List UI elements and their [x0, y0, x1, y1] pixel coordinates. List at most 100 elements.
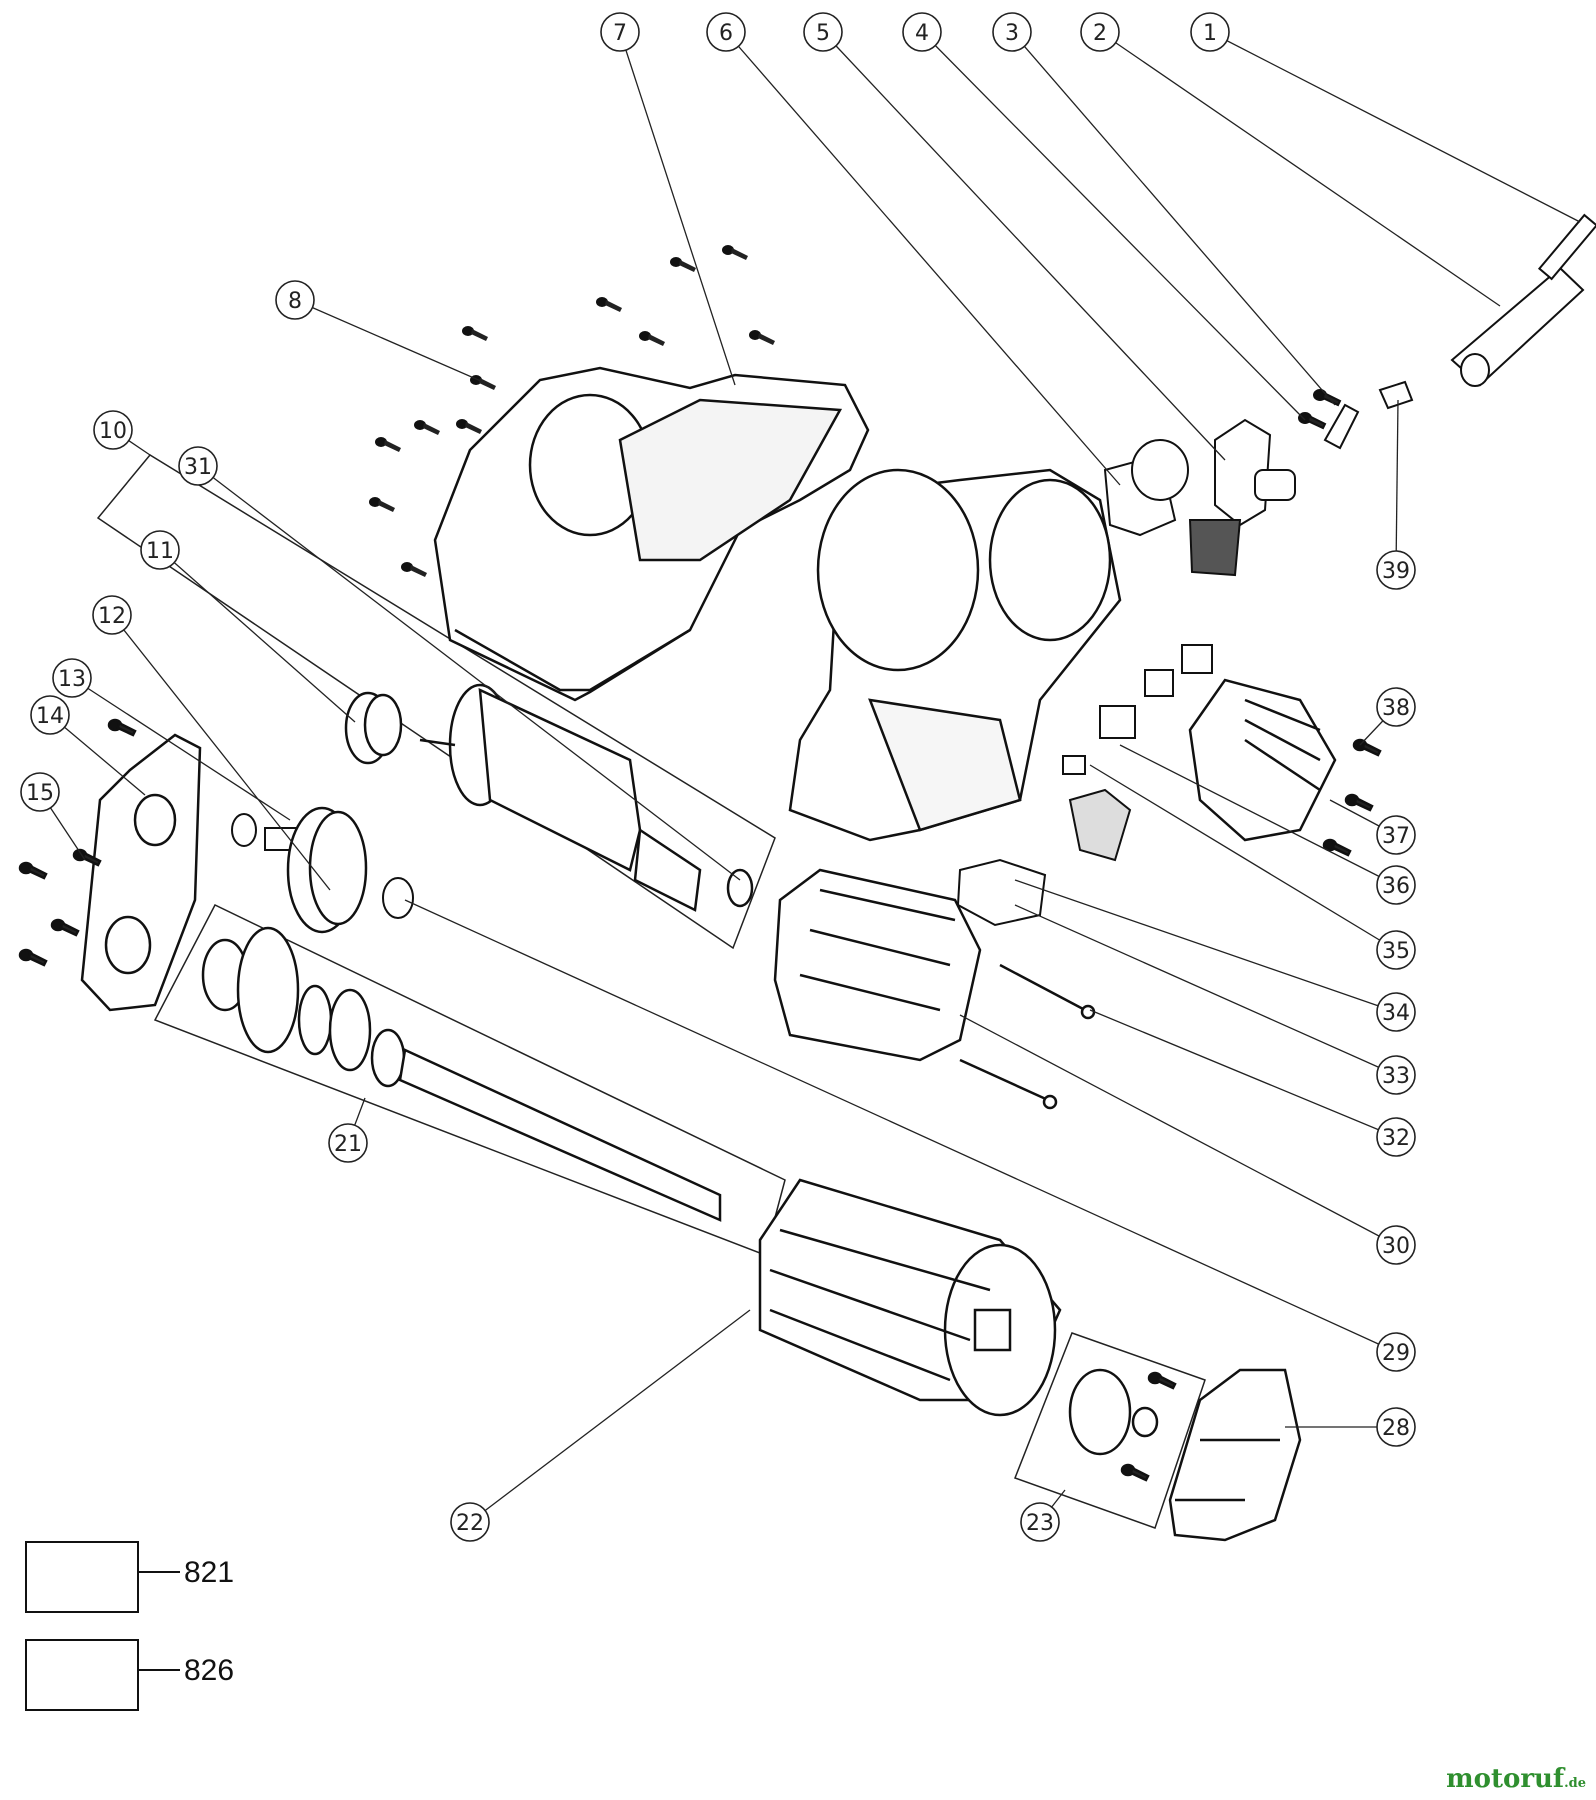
part-drum-bearing — [1068, 1368, 1177, 1482]
part-bearing-armature — [344, 691, 403, 765]
callout-number: 23 — [1026, 1511, 1054, 1536]
callout-7: 7 — [600, 12, 736, 386]
callout-circle — [1376, 687, 1416, 727]
callout-circle — [92, 595, 132, 635]
callout-15: 15 — [20, 772, 86, 861]
callout-22: 22 — [450, 1309, 751, 1542]
callout-number: 38 — [1382, 696, 1410, 721]
callout-number: 1 — [1203, 21, 1217, 46]
leader-line — [1099, 31, 1501, 307]
part-stator — [773, 868, 982, 1062]
callout-circle — [902, 12, 942, 52]
callout-number: 5 — [816, 21, 830, 46]
callout-circle — [20, 772, 60, 812]
callout-circle — [1376, 1332, 1416, 1372]
legend-box-821 — [25, 1541, 139, 1613]
watermark-tld: .de — [1564, 1776, 1586, 1791]
part-plug — [956, 858, 1047, 927]
watermark-logo: motoruf.de — [1446, 1764, 1586, 1794]
part-drum — [758, 1178, 1062, 1417]
callout-29: 29 — [404, 899, 1416, 1372]
callout-number: 7 — [613, 21, 627, 46]
callout-35: 35 — [1089, 764, 1416, 970]
callout-circle — [1376, 1117, 1416, 1157]
callout-circle — [600, 12, 640, 52]
callout-circle — [803, 12, 843, 52]
callout-number: 22 — [456, 1511, 484, 1536]
callout-number: 39 — [1382, 559, 1410, 584]
leader-line — [294, 299, 491, 386]
callout-number: 11 — [146, 539, 174, 564]
part-bushing — [382, 877, 414, 919]
leader-line — [111, 614, 331, 891]
callout-10: 10 — [93, 410, 151, 456]
part-drum-end-cover — [1168, 1368, 1302, 1542]
callout-number: 3 — [1005, 21, 1019, 46]
leader-line — [1014, 879, 1397, 1013]
callout-31: 31 — [178, 446, 741, 881]
callout-circle — [1376, 1407, 1416, 1447]
leader-line — [49, 714, 146, 796]
callout-number: 34 — [1382, 1001, 1410, 1026]
callout-38: 38 — [1359, 687, 1416, 746]
callout-33: 33 — [1014, 904, 1416, 1095]
callout-37: 37 — [1329, 799, 1416, 855]
callout-number: 8 — [288, 289, 302, 314]
callout-1: 1 — [1190, 12, 1581, 223]
part-armature — [419, 683, 754, 912]
callout-circle — [140, 530, 180, 570]
leader-line — [71, 677, 291, 821]
leader-line — [725, 31, 1121, 486]
callout-5: 5 — [803, 12, 1226, 461]
leader-line — [619, 31, 736, 386]
callout-circle — [30, 695, 70, 735]
callout-34: 34 — [1014, 879, 1416, 1032]
part-plate — [1298, 389, 1360, 450]
callout-circle — [1376, 815, 1416, 855]
callout-circle — [1376, 1225, 1416, 1265]
callout-number: 4 — [915, 21, 929, 46]
callout-11: 11 — [140, 530, 356, 723]
callout-circle — [1080, 12, 1120, 52]
callout-circle — [450, 1502, 490, 1542]
part-brush-holders — [1062, 644, 1213, 862]
callout-28: 28 — [1285, 1407, 1416, 1447]
part-output-shaft — [201, 926, 722, 1222]
legend-box-826 — [25, 1639, 139, 1711]
callout-21: 21 — [328, 1097, 368, 1163]
leader-line — [1119, 744, 1397, 886]
callout-4: 4 — [902, 12, 1306, 421]
callout-circle — [275, 280, 315, 320]
leader-line — [1014, 904, 1397, 1076]
callout-2: 2 — [1080, 12, 1501, 307]
part-clip — [1378, 380, 1414, 410]
callout-number: 13 — [58, 667, 86, 692]
callout-circle — [992, 12, 1032, 52]
part-long-screws — [959, 963, 1096, 1110]
part-gear-cover — [18, 718, 202, 1012]
callout-circle — [178, 446, 218, 486]
callout-number: 10 — [99, 419, 127, 444]
leader-line — [921, 31, 1306, 421]
callout-circle — [52, 658, 92, 698]
callout-number: 2 — [1093, 21, 1107, 46]
callout-number: 30 — [1382, 1234, 1410, 1259]
callout-number: 31 — [184, 455, 212, 480]
callout-circle — [1020, 1502, 1060, 1542]
callout-number: 28 — [1382, 1416, 1410, 1441]
callout-number: 12 — [98, 604, 126, 629]
callout-circle — [1376, 930, 1416, 970]
watermark-brand: motoruf — [1446, 1764, 1565, 1794]
callout-number: 6 — [719, 21, 733, 46]
legend-code-826: 826 — [184, 1654, 234, 1687]
part-housing-right — [788, 468, 1122, 842]
callout-circle — [1376, 992, 1416, 1032]
callout-circle — [1376, 1055, 1416, 1095]
callout-12: 12 — [92, 595, 331, 891]
leader-line — [1089, 1009, 1397, 1138]
callout-6: 6 — [706, 12, 1121, 486]
leader-line — [197, 465, 741, 881]
callout-number: 36 — [1382, 874, 1410, 899]
leader-line — [404, 899, 1397, 1353]
